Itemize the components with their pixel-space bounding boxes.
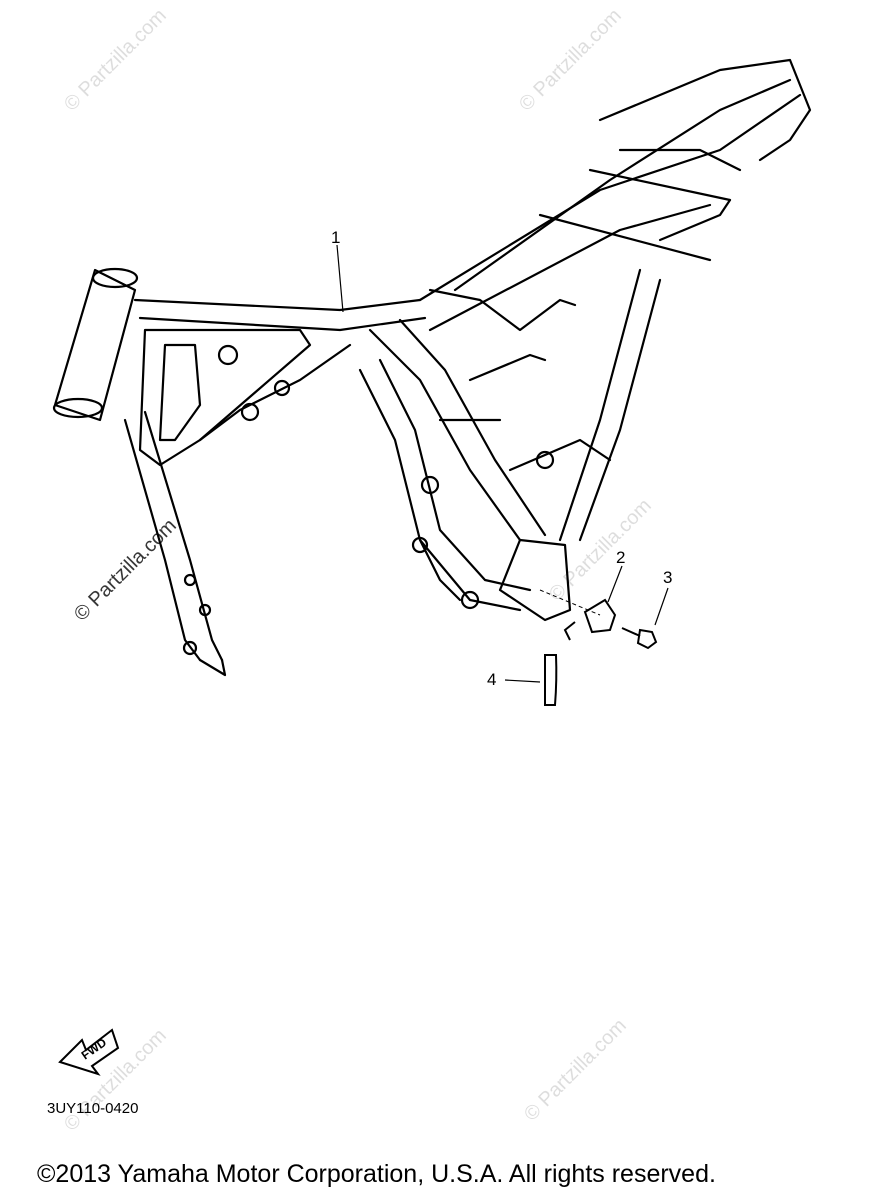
copyright-notice: ©2013 Yamaha Motor Corporation, U.S.A. A…	[37, 1160, 716, 1188]
fwd-arrow-icon: FWD	[58, 1028, 120, 1076]
callout-4-number: 4	[487, 670, 496, 689]
callout-1-number: 1	[331, 228, 340, 247]
callout-2[interactable]: 2	[539, 548, 625, 641]
motorcycle-frame[interactable]	[52, 58, 812, 677]
callout-3[interactable]: 3	[621, 568, 672, 650]
callout-3-number: 3	[663, 568, 672, 587]
callout-2-number: 2	[616, 548, 625, 567]
callout-4[interactable]: 4	[487, 654, 558, 706]
diagram-code: 3UY110-0420	[47, 1100, 139, 1117]
callout-1[interactable]: 1	[331, 228, 344, 313]
